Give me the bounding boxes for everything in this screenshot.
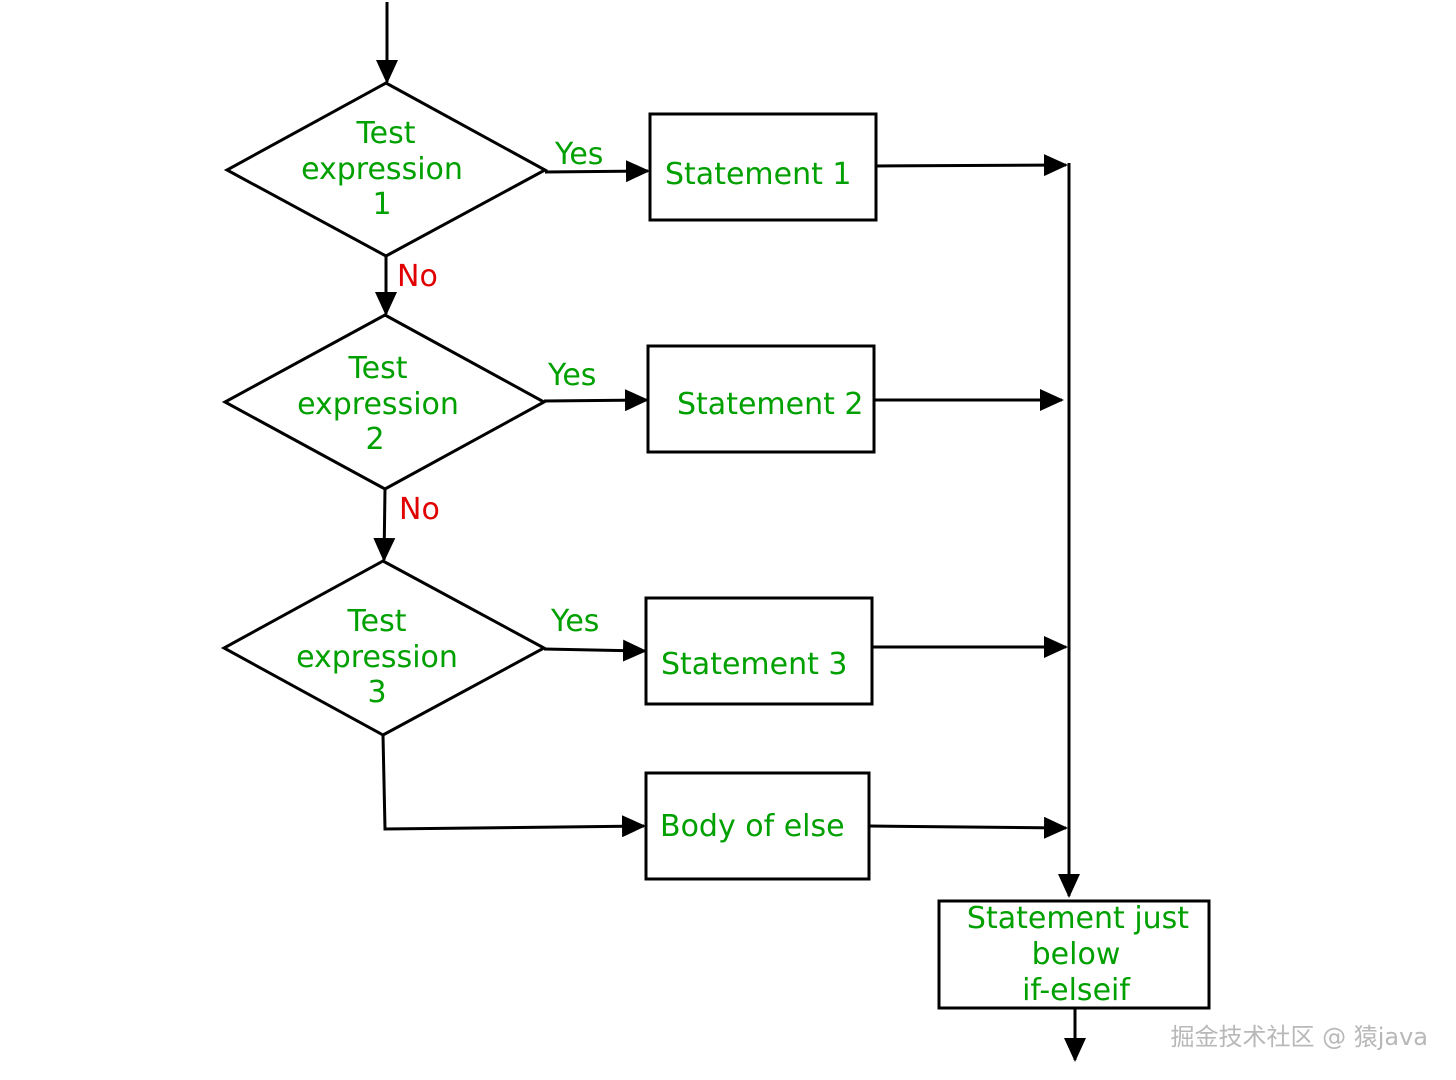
yes-label-2: Yes [547, 358, 596, 393]
final-statement-line3: if-elseif [1022, 973, 1131, 1008]
statement-3-box [644, 596, 874, 706]
else-body: Body of else [644, 771, 871, 881]
decision-2: Test expression 2 [221, 313, 548, 491]
statement-1-box [648, 112, 878, 222]
decision-3-line2: expression [296, 640, 458, 675]
final-statement-line1: Statement just [967, 901, 1189, 936]
decision-1-line2: expression [301, 152, 463, 187]
decision-2-line2: expression [297, 387, 459, 422]
yes-arrow-1 [544, 160, 650, 183]
else-body-box [644, 771, 871, 881]
decision-2-line3: 2 [365, 422, 384, 457]
decision-3: Test expression 3 [220, 559, 548, 737]
statement-1-out-arrow [875, 154, 1068, 177]
statement-2: Statement 2 [646, 344, 876, 454]
no-label-1: No [397, 259, 438, 294]
else-body-label: Body of else [660, 809, 845, 844]
decision-1-line3: 1 [372, 187, 391, 222]
yes-arrow-2 [543, 389, 649, 412]
statement-3-label: Statement 3 [661, 647, 848, 682]
yes-label-3: Yes [550, 604, 599, 639]
statement-2-label: Statement 2 [677, 387, 864, 422]
decision-2-line1: Test [347, 351, 407, 386]
no-label-2: No [399, 492, 440, 527]
watermark-text: 掘金技术社区 @ 猿java [1170, 1023, 1428, 1051]
decision-1-line1: Test [355, 116, 415, 151]
statement-3: Statement 3 [644, 596, 874, 706]
yes-label-1: Yes [554, 137, 603, 172]
no-arrow-2 [373, 488, 396, 562]
statement-1-label: Statement 1 [665, 157, 852, 192]
final-statement-line2: below [1032, 937, 1121, 972]
decision-1: Test expression 1 [223, 81, 549, 258]
else-path-arrow [381, 734, 646, 838]
yes-arrow-3 [543, 639, 647, 662]
decision-3-line3: 3 [367, 675, 386, 710]
final-statement: Statement just below if-elseif [937, 899, 1211, 1010]
final-statement-box [937, 899, 1211, 1010]
decision-3-line1: Test [346, 604, 406, 639]
statement-1: Statement 1 [648, 112, 878, 222]
else-body-out-arrow [868, 816, 1068, 839]
